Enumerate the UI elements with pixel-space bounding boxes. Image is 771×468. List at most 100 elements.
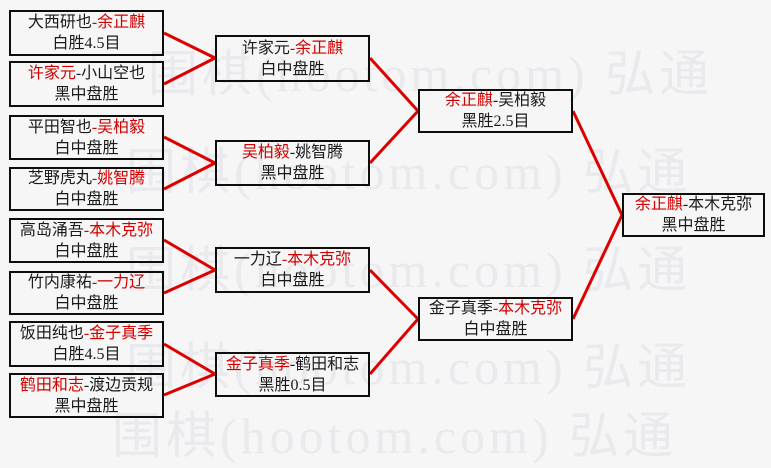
player1-name: 许家元 bbox=[27, 65, 76, 82]
match-players: 芝野虎丸-姚智腾 bbox=[11, 168, 162, 189]
match-result: 白中盘胜 bbox=[54, 191, 119, 208]
match-result: 白中盘胜 bbox=[54, 295, 119, 312]
match-result: 黑胜0.5目 bbox=[258, 376, 327, 394]
dash-separator: - bbox=[91, 118, 98, 136]
match-result: 白中盘胜 bbox=[54, 242, 119, 260]
player2-name: 姚智腾 bbox=[295, 144, 344, 161]
connector-line bbox=[163, 342, 216, 376]
match-players: 鹤田和志-渡边贡规 bbox=[11, 375, 162, 396]
player2-name: 余正麒 bbox=[97, 14, 146, 31]
dash-separator: - bbox=[682, 196, 689, 213]
player1-name: 余正麒 bbox=[444, 92, 493, 109]
player1-name: 高岛涌吾 bbox=[19, 221, 84, 239]
player1-name: 许家元 bbox=[241, 39, 290, 57]
dash-separator: - bbox=[83, 376, 90, 394]
dash-separator: - bbox=[289, 355, 296, 373]
match-result: 白胜4.5目 bbox=[52, 35, 121, 52]
match-players: 吴柏毅-姚智腾 bbox=[217, 142, 368, 163]
player2-name: 本木克弥 bbox=[688, 196, 753, 213]
player2-name: 姚智腾 bbox=[97, 170, 146, 187]
dash-separator: - bbox=[91, 274, 98, 291]
player2-name: 金子真季 bbox=[89, 325, 154, 342]
player1-name: 金子真季 bbox=[225, 355, 290, 373]
player2-name: 鹤田和志 bbox=[295, 355, 360, 373]
match-box-r1-1: 大西研也-余正麒 白胜4.5目 bbox=[9, 10, 164, 56]
connector-line bbox=[368, 109, 420, 165]
dash-separator: - bbox=[75, 65, 82, 82]
match-box-r2-4: 金子真季-鹤田和志 黑胜0.5目 bbox=[215, 352, 370, 397]
player1-name: 余正麒 bbox=[634, 196, 683, 213]
player1-name: 大西研也 bbox=[27, 14, 92, 31]
match-players: 许家元-小山空也 bbox=[11, 63, 162, 84]
match-result: 白中盘胜 bbox=[260, 60, 325, 78]
match-result: 白胜4.5目 bbox=[52, 346, 121, 363]
player2-name: 一力辽 bbox=[97, 274, 146, 291]
dash-separator: - bbox=[492, 300, 499, 317]
dash-separator: - bbox=[492, 92, 499, 109]
dash-separator: - bbox=[289, 39, 296, 57]
dash-separator: - bbox=[91, 14, 98, 31]
match-players: 饭田纯也-金子真季 bbox=[11, 323, 162, 344]
match-players: 许家元-余正麒 bbox=[217, 38, 368, 59]
match-result: 白中盘胜 bbox=[260, 272, 325, 289]
match-players: 金子真季-本木克弥 bbox=[420, 298, 571, 319]
match-result: 黑中盘胜 bbox=[54, 86, 119, 103]
dash-separator: - bbox=[91, 170, 98, 187]
connector-line bbox=[163, 56, 216, 86]
watermark-text: 围棋(hootom.com) 弘通 bbox=[126, 339, 692, 395]
match-box-r1-6: 竹内康祐-一力辽 白中盘胜 bbox=[9, 271, 164, 315]
connector-line bbox=[163, 268, 216, 295]
connector-line bbox=[163, 238, 216, 272]
match-players: 高岛涌吾-本木克弥 bbox=[11, 220, 162, 241]
player2-name: 吴柏毅 bbox=[498, 92, 547, 109]
match-box-sf-1: 余正麒-吴柏毅 黑胜2.5目 bbox=[418, 89, 573, 133]
dash-separator: - bbox=[289, 144, 296, 161]
match-players: 金子真季-鹤田和志 bbox=[217, 354, 368, 375]
player2-name: 吴柏毅 bbox=[97, 118, 146, 136]
match-players: 平田智也-吴柏毅 bbox=[11, 117, 162, 138]
player1-name: 金子真季 bbox=[428, 300, 493, 317]
match-result: 黑中盘胜 bbox=[54, 397, 119, 415]
connector-line bbox=[368, 56, 420, 113]
bracket-lines bbox=[163, 31, 624, 397]
connector-line bbox=[163, 135, 216, 165]
match-box-r1-5: 高岛涌吾-本木克弥 白中盘胜 bbox=[9, 218, 164, 263]
connector-line bbox=[368, 318, 420, 375]
watermark-text: 围棋(hootom.com) 弘通 bbox=[126, 242, 692, 298]
match-box-r1-7: 饭田纯也-金子真季 白胜4.5目 bbox=[9, 321, 164, 367]
watermark-text: 围棋(hootom.com) 弘通 bbox=[148, 46, 714, 102]
connector-line bbox=[163, 372, 216, 397]
match-box-r2-3: 一力辽-本木克弥 白中盘胜 bbox=[215, 247, 370, 293]
player2-name: 本木克弥 bbox=[287, 251, 352, 268]
connector-line bbox=[368, 268, 420, 321]
match-box-r2-1: 许家元-余正麒 白中盘胜 bbox=[215, 35, 370, 82]
player2-name: 本木克弥 bbox=[89, 221, 154, 239]
match-players: 余正麒-吴柏毅 bbox=[420, 90, 571, 111]
player1-name: 吴柏毅 bbox=[241, 144, 290, 161]
connector-line bbox=[163, 31, 216, 60]
match-box-r1-3: 平田智也-吴柏毅 白中盘胜 bbox=[9, 115, 164, 160]
match-players: 大西研也-余正麒 bbox=[11, 12, 162, 33]
match-box-final: 余正麒-本木克弥 黑中盘胜 bbox=[622, 193, 765, 237]
dash-separator: - bbox=[83, 221, 90, 239]
player2-name: 余正麒 bbox=[295, 39, 344, 57]
connector-line bbox=[571, 214, 624, 320]
match-result: 黑中盘胜 bbox=[661, 217, 726, 234]
dash-separator: - bbox=[281, 251, 288, 268]
player1-name: 一力辽 bbox=[233, 251, 282, 268]
match-players: 一力辽-本木克弥 bbox=[217, 249, 368, 270]
match-box-r2-2: 吴柏毅-姚智腾 黑中盘胜 bbox=[215, 140, 370, 186]
match-players: 余正麒-本木克弥 bbox=[624, 194, 763, 215]
player1-name: 鹤田和志 bbox=[19, 376, 84, 394]
match-box-r1-4: 芝野虎丸-姚智腾 白中盘胜 bbox=[9, 167, 164, 211]
player1-name: 饭田纯也 bbox=[19, 325, 84, 342]
match-result: 白中盘胜 bbox=[463, 321, 528, 338]
match-result: 黑中盘胜 bbox=[260, 165, 325, 182]
connector-line bbox=[571, 110, 624, 216]
match-box-r1-8: 鹤田和志-渡边贡规 黑中盘胜 bbox=[9, 373, 164, 418]
player1-name: 平田智也 bbox=[27, 118, 92, 136]
connector-line bbox=[163, 161, 216, 191]
player2-name: 本木克弥 bbox=[498, 300, 563, 317]
player2-name: 渡边贡规 bbox=[89, 376, 154, 394]
match-result: 黑胜2.5目 bbox=[461, 113, 530, 130]
